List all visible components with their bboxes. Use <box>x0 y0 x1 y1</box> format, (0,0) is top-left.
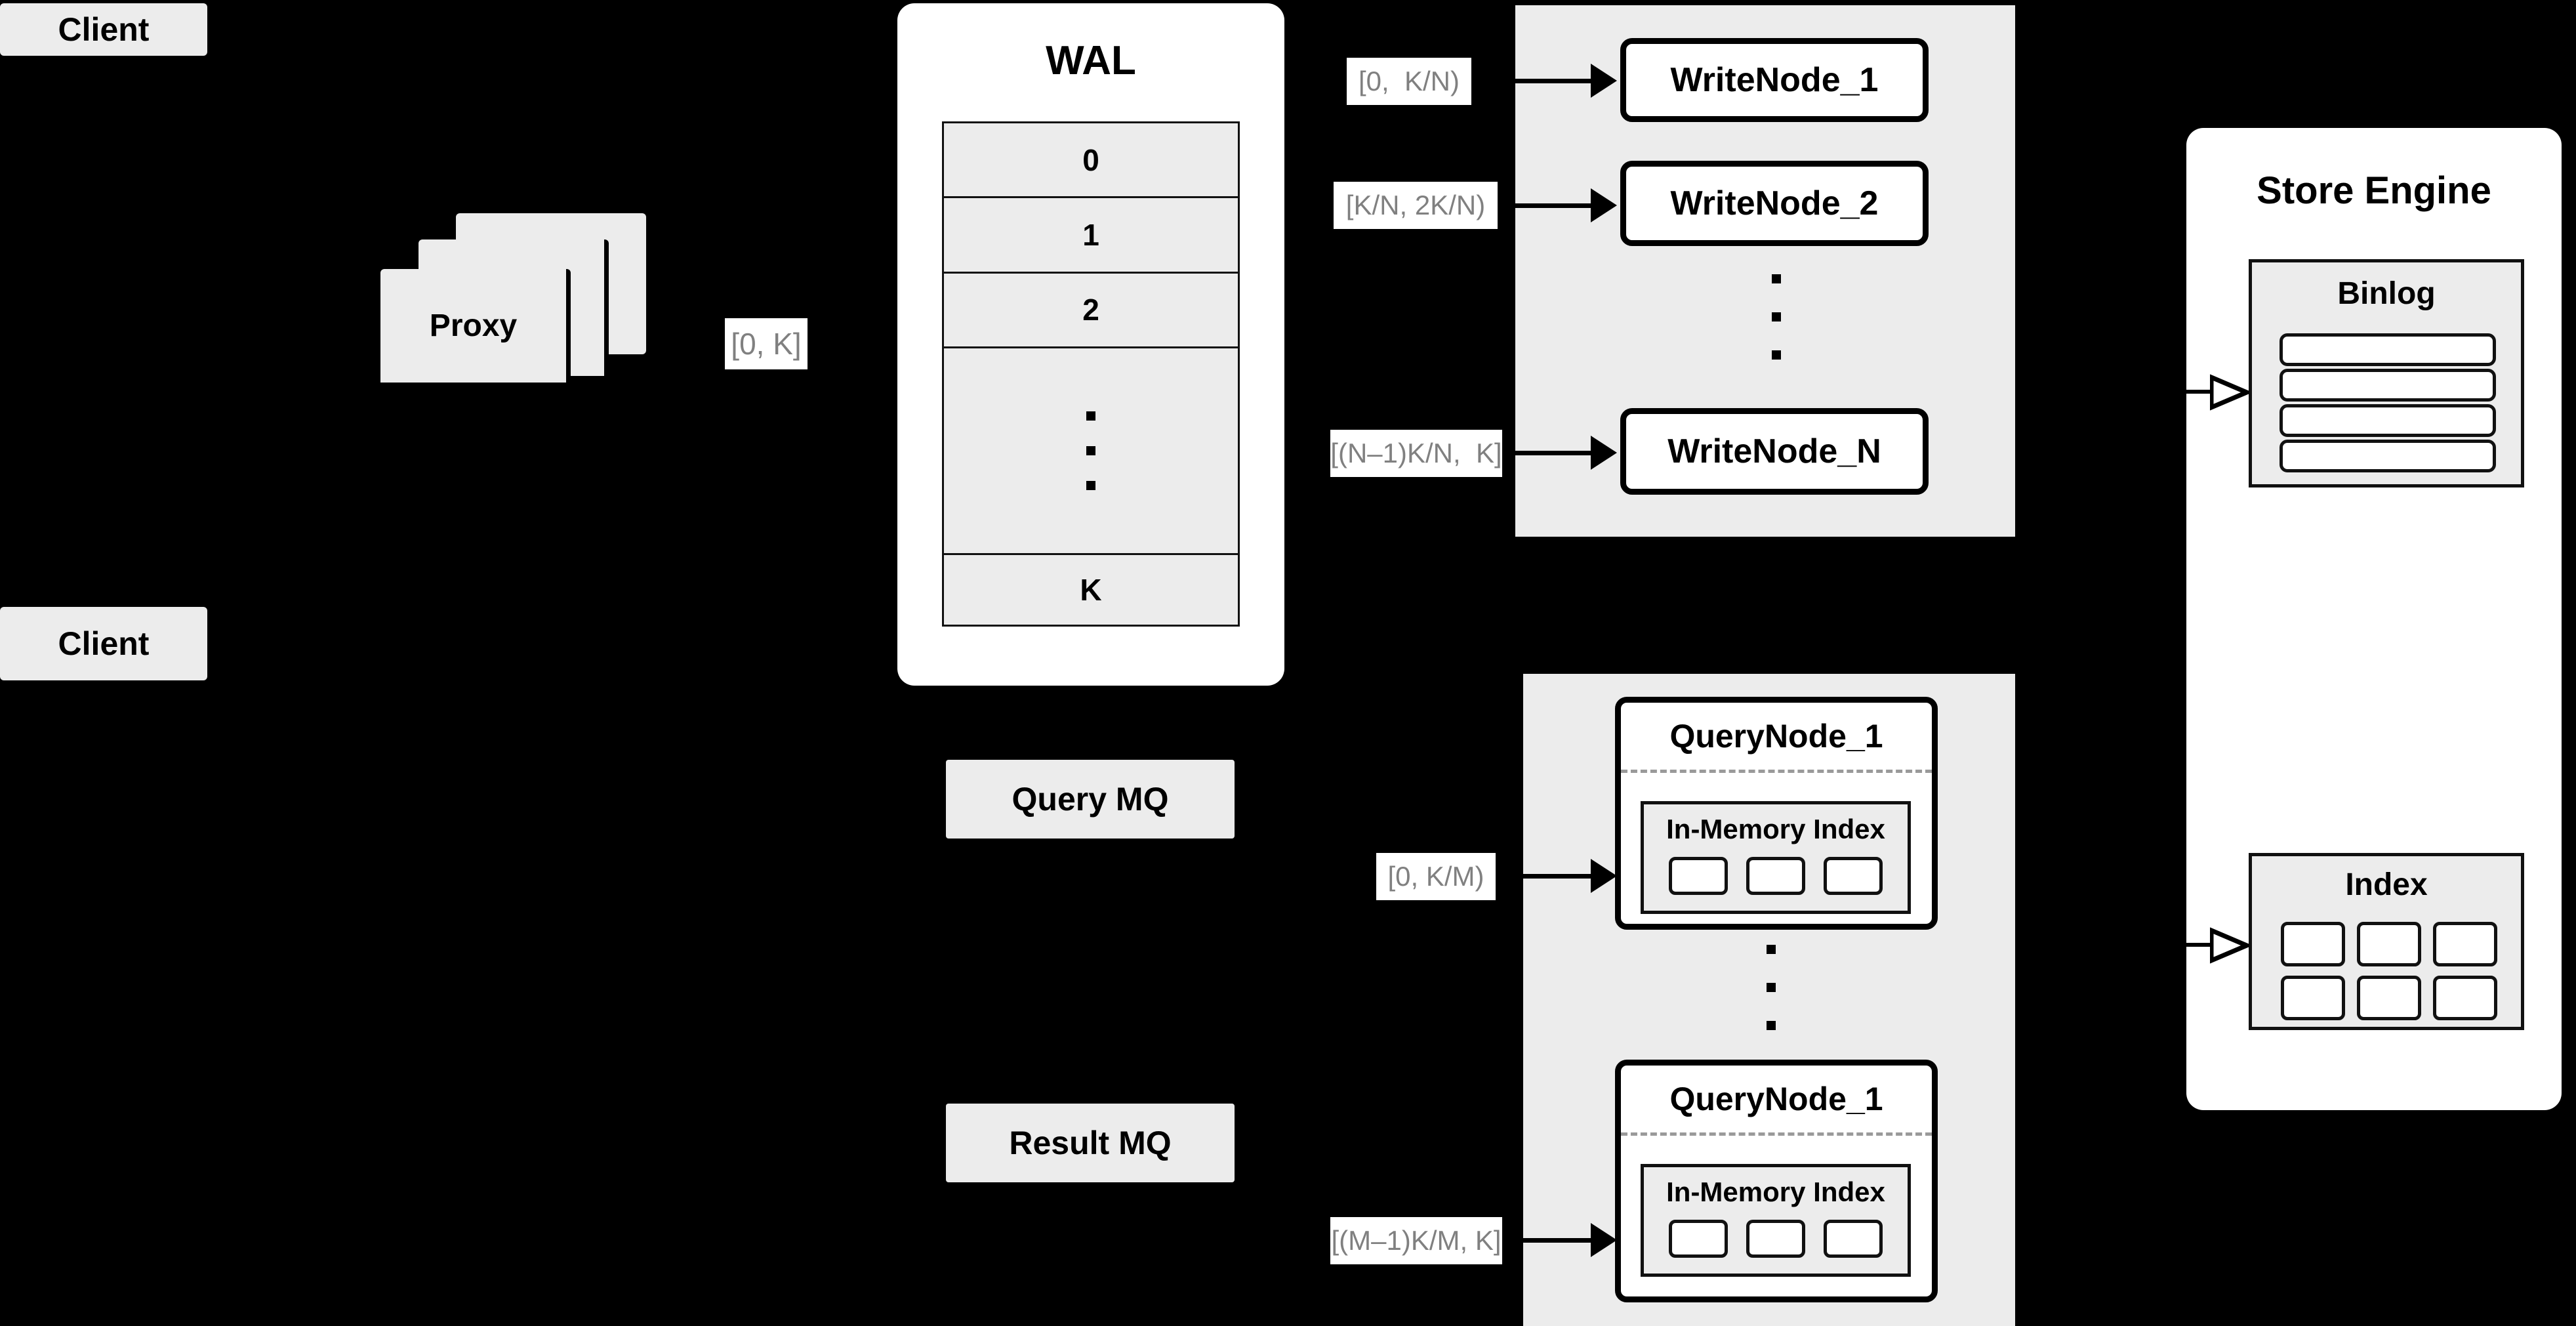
wal-panel: WAL 0 1 2 K <box>897 3 1284 686</box>
wal-row: 1 <box>944 198 1238 274</box>
query-range-text-2: [(M–1)K/M, K] <box>1331 1225 1502 1256</box>
write-node-label-2: WriteNode_2 <box>1670 184 1879 222</box>
in-memory-index-2: In-Memory Index <box>1641 1164 1911 1277</box>
index-segment <box>1746 857 1805 895</box>
binlog-box: Binlog <box>2249 259 2524 487</box>
write-node-1[interactable]: WriteNode_1 <box>1620 38 1929 122</box>
index-title: Index <box>2345 867 2428 902</box>
in-memory-index-1: In-Memory Index <box>1641 801 1911 914</box>
query-range-label-1: [0, K/M) <box>1376 853 1496 900</box>
write-node-label-n: WriteNode_N <box>1667 432 1881 470</box>
binlog-rows <box>2280 333 2496 472</box>
index-segment <box>1824 857 1883 895</box>
write-range-label-1: [0, K/N) <box>1347 58 1471 105</box>
wal-row: 2 <box>944 273 1238 348</box>
write-arrow-line-3 <box>1502 451 1591 455</box>
index-segment <box>1669 857 1728 895</box>
binlog-row <box>2280 404 2496 437</box>
query-arrow-line-2 <box>1502 1238 1591 1243</box>
index-arrow-head-icon <box>2210 927 2249 964</box>
write-node-2[interactable]: WriteNode_2 <box>1620 161 1929 246</box>
write-arrow-head-3 <box>1591 436 1617 470</box>
query-mq-label: Query MQ <box>1012 781 1169 818</box>
wal-row-value: K <box>1080 572 1102 607</box>
write-arrow-line-1 <box>1502 79 1591 83</box>
query-arrow-head-1 <box>1591 859 1617 893</box>
store-engine-title: Store Engine <box>2257 169 2491 212</box>
in-memory-index-title-2: In-Memory Index <box>1666 1176 1885 1207</box>
in-memory-index-title-1: In-Memory Index <box>1666 814 1885 844</box>
query-arrow-line-1 <box>1502 874 1591 879</box>
wal-row: K <box>944 554 1238 625</box>
index-cell <box>2357 976 2421 1020</box>
index-cell <box>2433 922 2497 966</box>
query-node-ellipsis-icon <box>1765 945 1778 1030</box>
binlog-row <box>2280 369 2496 402</box>
query-range-text-1: [0, K/M) <box>1387 861 1484 892</box>
index-segment <box>1824 1220 1883 1258</box>
index-cell <box>2281 922 2345 966</box>
index-box: Index <box>2249 853 2524 1030</box>
binlog-title: Binlog <box>2337 276 2436 311</box>
client-label-2: Client <box>58 625 150 662</box>
binlog-row <box>2280 333 2496 366</box>
proxy-range-label: [0, K] <box>725 318 808 369</box>
query-arrow-head-2 <box>1591 1223 1617 1257</box>
query-node-1[interactable]: QueryNode_1 In-Memory Index <box>1615 697 1938 930</box>
write-range-label-2: [K/N, 2K/N) <box>1334 182 1498 229</box>
proxy-range-text: [0, K] <box>731 327 802 361</box>
index-cell <box>2281 976 2345 1020</box>
index-cell-grid <box>2281 922 2497 1020</box>
result-mq-box: Result MQ <box>946 1104 1235 1182</box>
wal-row: 0 <box>944 123 1238 199</box>
vertical-ellipsis-icon <box>1086 411 1095 490</box>
result-mq-label: Result MQ <box>1009 1125 1172 1161</box>
query-node-divider-1 <box>1621 770 1932 773</box>
write-node-label-1: WriteNode_1 <box>1670 61 1879 99</box>
wal-row-value: 0 <box>1082 142 1099 177</box>
index-arrow-line <box>2185 943 2213 947</box>
write-range-text-3: [(N–1)K/N, K] <box>1330 438 1502 468</box>
write-node-n[interactable]: WriteNode_N <box>1620 408 1929 495</box>
write-node-ellipsis-icon <box>1770 274 1783 360</box>
client-label-1: Client <box>58 11 150 48</box>
query-node-divider-2 <box>1621 1132 1932 1136</box>
query-node-2[interactable]: QueryNode_1 In-Memory Index <box>1615 1060 1938 1302</box>
write-range-label-3: [(N–1)K/N, K] <box>1330 430 1502 477</box>
index-segment <box>1669 1220 1728 1258</box>
index-cell <box>2357 922 2421 966</box>
binlog-arrow-line <box>2185 390 2213 394</box>
write-range-text-2: [K/N, 2K/N) <box>1345 190 1486 220</box>
wal-title: WAL <box>1046 38 1136 83</box>
index-segment <box>1746 1220 1805 1258</box>
query-mq-box: Query MQ <box>946 760 1235 839</box>
proxy-stack: Proxy <box>380 213 676 430</box>
index-segment-row-1 <box>1644 857 1908 895</box>
index-cell <box>2433 976 2497 1020</box>
wal-row-ellipsis <box>944 348 1238 555</box>
query-node-title-1: QueryNode_1 <box>1669 718 1883 755</box>
proxy-card-front: Proxy <box>380 269 571 387</box>
write-arrow-line-2 <box>1502 203 1591 208</box>
wal-table: 0 1 2 K <box>942 121 1240 627</box>
write-arrow-head-2 <box>1591 188 1617 222</box>
binlog-arrow-head-icon <box>2210 374 2249 411</box>
wal-row-value: 2 <box>1082 293 1099 327</box>
query-node-title-2: QueryNode_1 <box>1669 1081 1883 1117</box>
proxy-label: Proxy <box>429 308 518 343</box>
index-segment-row-2 <box>1644 1220 1908 1258</box>
write-range-text-1: [0, K/N) <box>1358 66 1460 96</box>
client-box-2: Client <box>0 607 207 680</box>
write-arrow-head-1 <box>1591 64 1617 98</box>
wal-row-value: 1 <box>1082 217 1099 252</box>
client-box-1: Client <box>0 3 207 56</box>
query-range-label-2: [(M–1)K/M, K] <box>1330 1217 1502 1264</box>
binlog-row <box>2280 440 2496 472</box>
